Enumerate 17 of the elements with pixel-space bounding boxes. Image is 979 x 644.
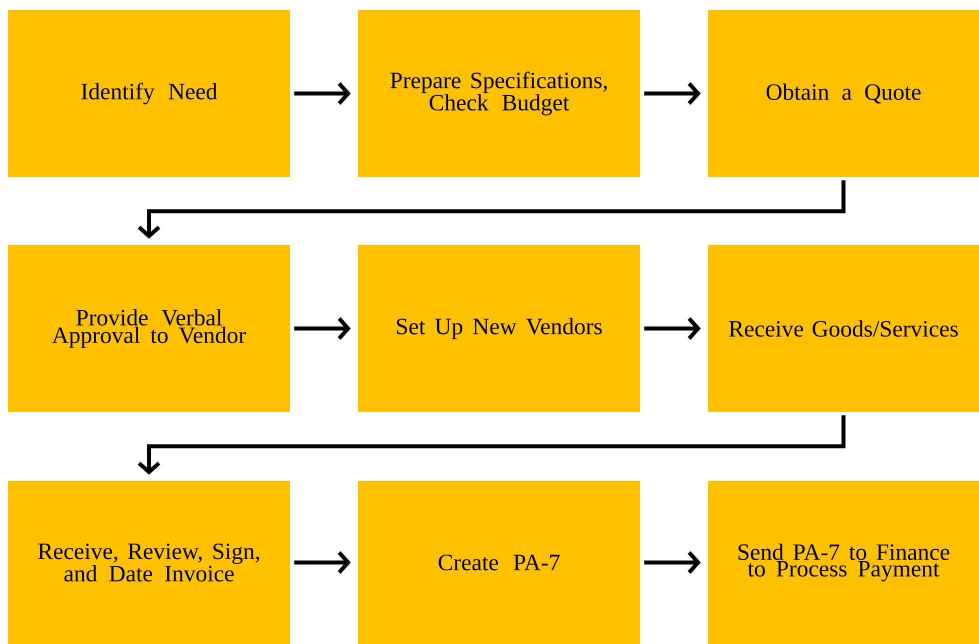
process-box: Set Up New Vendors (358, 245, 640, 412)
arrow (138, 180, 846, 239)
arrow (644, 82, 701, 105)
process-box: Create PA-7 (358, 481, 640, 644)
process-box: Prepare Specifications, Check Budget (358, 10, 640, 177)
arrow (294, 317, 351, 340)
process-box: Receive Goods/Services (708, 245, 979, 412)
arrow (294, 551, 351, 574)
process-box: Obtain a Quote (708, 10, 979, 177)
arrow (294, 82, 351, 105)
process-box: Send PA-7 to Finance to Process Payment (708, 481, 979, 644)
arrow (644, 317, 701, 340)
arrow (644, 551, 701, 574)
process-box: Receive, Review, Sign, and Date Invoice (8, 481, 290, 644)
arrow (138, 415, 846, 475)
process-box: Identify Need (8, 10, 290, 177)
process-box: Provide Verbal Approval to Vendor (8, 245, 290, 412)
